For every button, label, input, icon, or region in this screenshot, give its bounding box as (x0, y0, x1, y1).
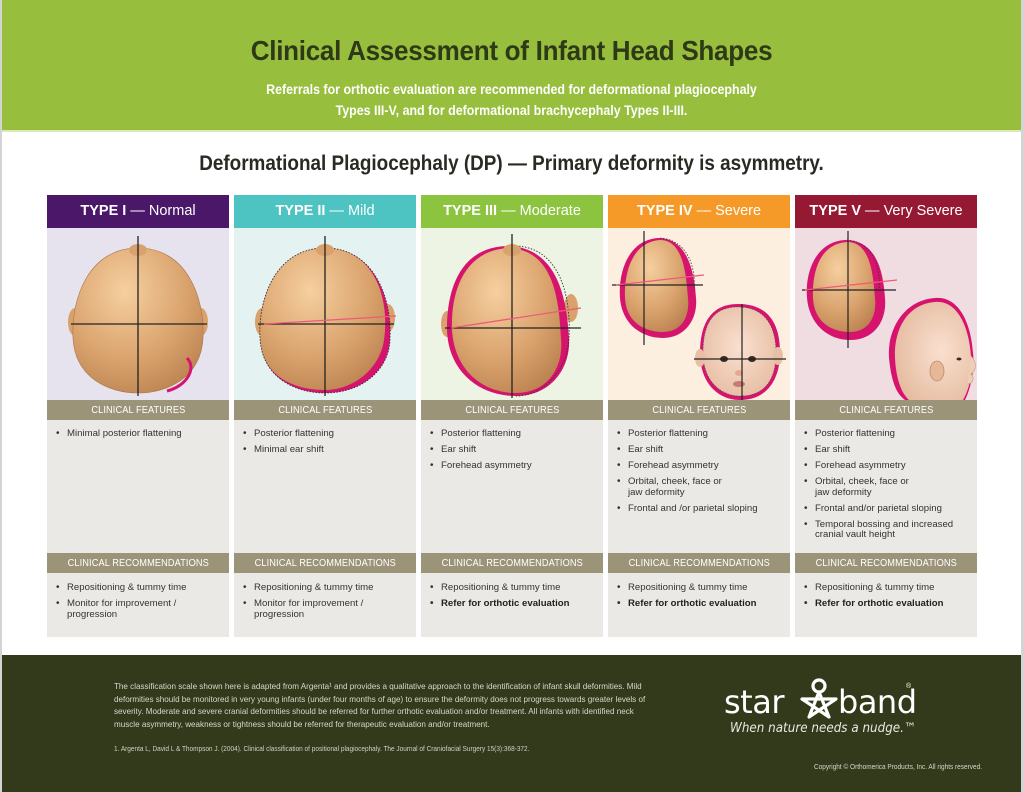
clinical-features-header: CLINICAL FEATURES (795, 400, 977, 420)
header-banner: Clinical Assessment of Infant Head Shape… (2, 0, 1021, 132)
head-illustration (608, 228, 790, 400)
type-dash: — (861, 203, 884, 219)
type-label: TYPE V (809, 203, 861, 219)
type-column-5: TYPE V — Very Severe (795, 195, 977, 637)
feature-item: Forehead asymmetry (617, 460, 782, 472)
severity-label: Very Severe (883, 203, 963, 219)
logo-tagline: When nature needs a nudge.™ (730, 721, 916, 736)
head-top-view-icon (441, 234, 582, 398)
type-header: TYPE III — Moderate (421, 195, 603, 228)
clinical-features-header: CLINICAL FEATURES (47, 400, 229, 420)
head-illustration (795, 228, 977, 400)
page-subtitle: Referrals for orthotic evaluation are re… (43, 79, 980, 121)
feature-item: Forehead asymmetry (430, 460, 595, 472)
feature-item: Frontal and/or parietal sloping (804, 503, 969, 515)
severity-label: Severe (715, 203, 762, 219)
feature-item: Posterior flattening (617, 428, 782, 440)
recommendation-item: Repositioning & tummy time (243, 582, 408, 594)
clinical-features-list: Posterior flattening Ear shift Forehead … (421, 420, 603, 553)
recommendation-item: Refer for orthotic evaluation (430, 598, 595, 610)
feature-item: Temporal bossing and increased cranial v… (804, 519, 964, 541)
head-top-view-icon (68, 236, 208, 396)
clinical-recommendations-list: Repositioning & tummy time Monitor for i… (47, 573, 229, 637)
type-label: TYPE III (443, 203, 498, 219)
type-label: TYPE I (80, 203, 127, 219)
type-dash: — (126, 203, 149, 219)
recommendation-item: Monitor for improvement / progression (243, 598, 408, 620)
clinical-recommendations-header: CLINICAL RECOMMENDATIONS (47, 553, 229, 573)
clinical-recommendations-list: Repositioning & tummy time Refer for ort… (608, 573, 790, 637)
type-column-3: TYPE III — Moderate CLINICAL FEATURES Po… (421, 195, 603, 637)
head-illustration (421, 228, 603, 400)
feature-item: Forehead asymmetry (804, 460, 969, 472)
clinical-recommendations-header: CLINICAL RECOMMENDATIONS (795, 553, 977, 573)
subtitle-line-2: Types III-V, and for deformational brach… (335, 103, 688, 118)
recommendation-item: Repositioning & tummy time (430, 582, 595, 594)
feature-item: Ear shift (617, 444, 782, 456)
head-top-and-face-view-icon (612, 231, 786, 400)
clinical-recommendations-list: Repositioning & tummy time Monitor for i… (234, 573, 416, 637)
footer-reference: 1. Argenta L, David L & Thompson J. (200… (114, 744, 530, 753)
type-label: TYPE IV (636, 203, 693, 219)
severity-label: Mild (347, 203, 375, 219)
clinical-features-list: Posterior flattening Minimal ear shift (234, 420, 416, 553)
head-top-and-side-view-icon (802, 231, 976, 400)
page-title: Clinical Assessment of Infant Head Shape… (250, 35, 773, 66)
clinical-recommendations-list: Repositioning & tummy time Refer for ort… (421, 573, 603, 637)
copyright-notice: Copyright © Orthomerica Products, Inc. A… (814, 762, 982, 771)
type-column-1: TYPE I — Normal CLINICAL FEATURES Minima… (47, 195, 229, 637)
recommendation-item: Repositioning & tummy time (56, 582, 221, 594)
starband-logo: star band ® When nature needs a nudge.™ (724, 677, 924, 737)
section-title: Deformational Plagiocephaly (DP) — Prima… (199, 152, 824, 175)
severity-label: Moderate (519, 203, 581, 219)
feature-item: Ear shift (430, 444, 595, 456)
type-label: TYPE II (275, 203, 326, 219)
logo-word-band: band (838, 683, 917, 721)
head-illustration (234, 228, 416, 400)
feature-item: Posterior flattening (430, 428, 595, 440)
feature-item: Frontal and /or parietal sloping (617, 503, 782, 515)
star-figure-icon (800, 678, 838, 719)
type-header: TYPE II — Mild (234, 195, 416, 228)
footer-description: The classification scale shown here is a… (114, 681, 646, 729)
head-top-view-icon (255, 236, 397, 396)
type-dash: — (497, 203, 520, 219)
recommendation-item: Monitor for improvement / progression (56, 598, 221, 620)
subtitle-line-1: Referrals for orthotic evaluation are re… (266, 82, 757, 97)
feature-item: Minimal ear shift (243, 444, 408, 456)
footer: The classification scale shown here is a… (2, 655, 1021, 792)
type-dash: — (325, 203, 348, 219)
feature-item: Orbital, cheek, face or jaw deformity (617, 476, 737, 498)
recommendation-item: Repositioning & tummy time (617, 582, 782, 594)
recommendation-item: Refer for orthotic evaluation (804, 598, 969, 610)
type-header: TYPE IV — Severe (608, 195, 790, 228)
type-column-4: TYPE IV — Severe (608, 195, 790, 637)
feature-item: Ear shift (804, 444, 969, 456)
feature-item: Minimal posterior flattening (56, 428, 221, 440)
type-header: TYPE V — Very Severe (795, 195, 977, 228)
feature-item: Posterior flattening (804, 428, 969, 440)
clinical-features-list: Posterior flattening Ear shift Forehead … (608, 420, 790, 553)
type-column-2: TYPE II — Mild CLINICAL FEATURES Posteri… (234, 195, 416, 637)
severity-label: Normal (148, 203, 196, 219)
clinical-features-list: Posterior flattening Ear shift Forehead … (795, 420, 977, 553)
clinical-recommendations-header: CLINICAL RECOMMENDATIONS (421, 553, 603, 573)
clinical-features-header: CLINICAL FEATURES (421, 400, 603, 420)
recommendation-item: Refer for orthotic evaluation (617, 598, 782, 610)
clinical-recommendations-list: Repositioning & tummy time Refer for ort… (795, 573, 977, 637)
type-dash: — (692, 203, 716, 219)
clinical-features-list: Minimal posterior flattening (47, 420, 229, 553)
recommendation-item: Repositioning & tummy time (804, 582, 969, 594)
clinical-features-header: CLINICAL FEATURES (608, 400, 790, 420)
logo-word-star: star (724, 683, 784, 721)
head-illustration (47, 228, 229, 400)
clinical-recommendations-header: CLINICAL RECOMMENDATIONS (234, 553, 416, 573)
clinical-recommendations-header: CLINICAL RECOMMENDATIONS (608, 553, 790, 573)
registered-mark: ® (906, 683, 912, 690)
clinical-features-header: CLINICAL FEATURES (234, 400, 416, 420)
type-header: TYPE I — Normal (47, 195, 229, 228)
feature-item: Posterior flattening (243, 428, 408, 440)
feature-item: Orbital, cheek, face or jaw deformity (804, 476, 924, 498)
